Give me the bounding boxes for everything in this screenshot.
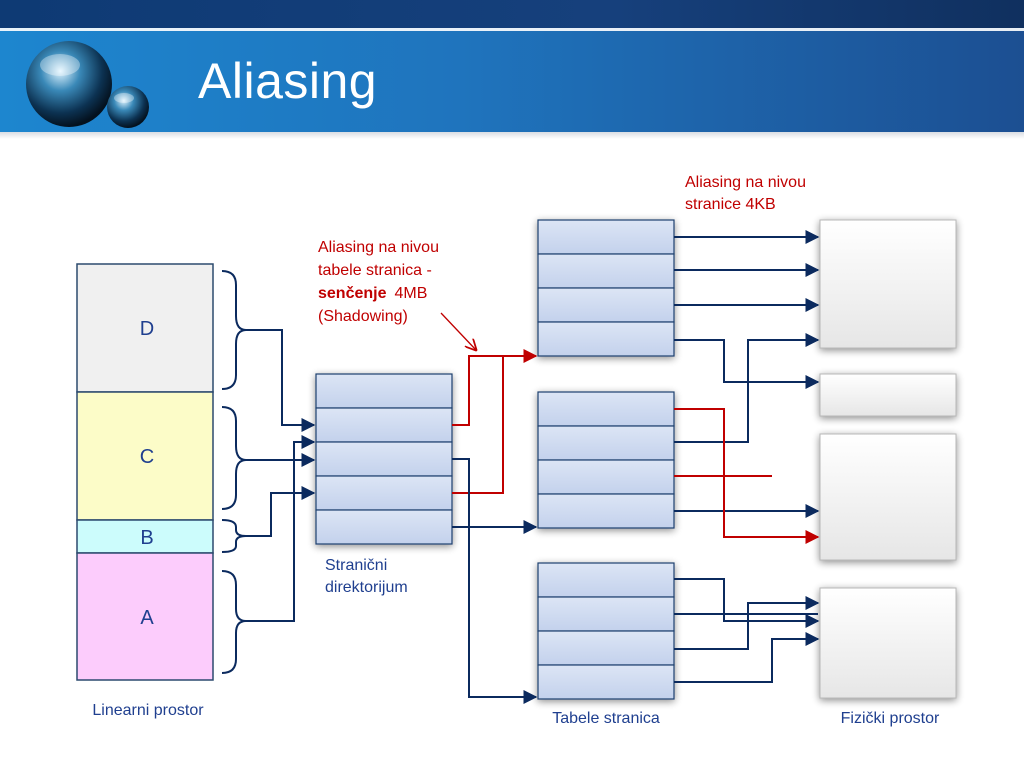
brace-b (221, 519, 247, 553)
pd-entry-3 (315, 441, 453, 477)
pd-entry-2 (315, 407, 453, 443)
page-directory-label-line2: direktorijum (325, 579, 408, 596)
pd-entry-1 (315, 373, 453, 409)
pt1-entry-4 (537, 321, 675, 357)
pd-entry-4 (315, 475, 453, 511)
annotation-4kb-line2: stranice 4KB (685, 196, 776, 213)
pt2-entry-2 (537, 425, 675, 461)
arrow-pt3e3-to-frame4 (674, 596, 820, 650)
pt1-entry-2 (537, 253, 675, 289)
pt3-entry-1 (537, 562, 675, 598)
linear-to-directory-arrows (246, 329, 316, 622)
page-table-2 (537, 391, 675, 529)
brace-d (221, 270, 247, 390)
page-tables-label: Tabele stranica (552, 710, 660, 727)
annotation-4mb-line1: Aliasing na nivou (318, 239, 439, 256)
arrow-a-to-pd2 (246, 435, 316, 622)
pt2-entry-3 (537, 459, 675, 495)
physical-frame-2 (819, 373, 957, 417)
segment-b (76, 519, 214, 554)
pd-entry-5 (315, 509, 453, 545)
directory-to-table-arrows (452, 349, 538, 704)
annotation-4kb: Aliasing na nivou stranice 4KB (685, 174, 806, 213)
segment-c-label: C (140, 446, 154, 468)
pt1-entry-3 (537, 287, 675, 323)
annotation-4kb-line1: Aliasing na nivou (685, 174, 806, 191)
page-table-3 (537, 562, 675, 700)
annotation-4mb-line4: (Shadowing) (318, 308, 408, 325)
annotation-4mb-line2: tabele stranica - (318, 262, 432, 279)
pt2-entry-1 (537, 391, 675, 427)
table-to-physical-arrows (674, 230, 820, 683)
brace-c (221, 406, 247, 510)
linear-space: D C B A Linearni prostor (76, 263, 214, 719)
segment-d-label: D (140, 318, 154, 340)
pt2-entry-4 (537, 493, 675, 529)
annotation-4mb-line3: senčenje 4MB (318, 285, 427, 302)
arrow-pt2e1-to-frame3-red (674, 408, 820, 544)
arrow-pt2e2-to-frame1 (674, 333, 820, 443)
physical-frame-3 (819, 433, 957, 561)
segment-a (76, 552, 214, 681)
arrow-pd3-to-pt3 (452, 458, 538, 704)
page-directory-label-line1: Stranični (325, 557, 387, 574)
logo-spheres-icon (26, 41, 149, 128)
linear-space-label: Linearni prostor (92, 702, 204, 719)
arrow-pt3e4-to-frame4 (674, 632, 820, 683)
brace-a (221, 570, 247, 674)
annotation-4mb-bold: senčenje (318, 285, 387, 302)
arrow-d-to-pd1 (246, 329, 316, 432)
slide-header (0, 0, 1024, 135)
segment-braces (221, 270, 247, 674)
physical-frame-1 (819, 219, 957, 349)
pt3-entry-2 (537, 596, 675, 632)
page-table-1 (537, 219, 675, 357)
annotation-4mb: Aliasing na nivou tabele stranica - senč… (318, 239, 476, 350)
segment-d (76, 263, 214, 393)
annotation-4mb-pointer (440, 312, 476, 350)
physical-space-label: Fizički prostor (841, 710, 940, 727)
pt3-entry-3 (537, 630, 675, 666)
pt3-entry-4 (537, 664, 675, 700)
header-shadow (0, 132, 1024, 139)
arrow-pt3e1-to-frame4 (674, 578, 820, 628)
segment-b-label: B (140, 527, 153, 549)
segment-c (76, 391, 214, 521)
slide-title: Aliasing (198, 53, 378, 109)
header-top-band (0, 0, 1024, 28)
arrow-pt1e4-to-frame2 (674, 339, 820, 389)
header-divider-line (0, 28, 1024, 31)
pt1-entry-1 (537, 219, 675, 255)
annotation-4mb-size: 4MB (394, 285, 427, 302)
segment-a-label: A (140, 607, 154, 629)
arrow-b-to-pd4 (246, 486, 316, 537)
physical-frame-4 (819, 587, 957, 699)
arrow-pd1-to-pt1-red (452, 349, 538, 426)
page-directory (315, 373, 453, 545)
physical-space (819, 219, 957, 699)
